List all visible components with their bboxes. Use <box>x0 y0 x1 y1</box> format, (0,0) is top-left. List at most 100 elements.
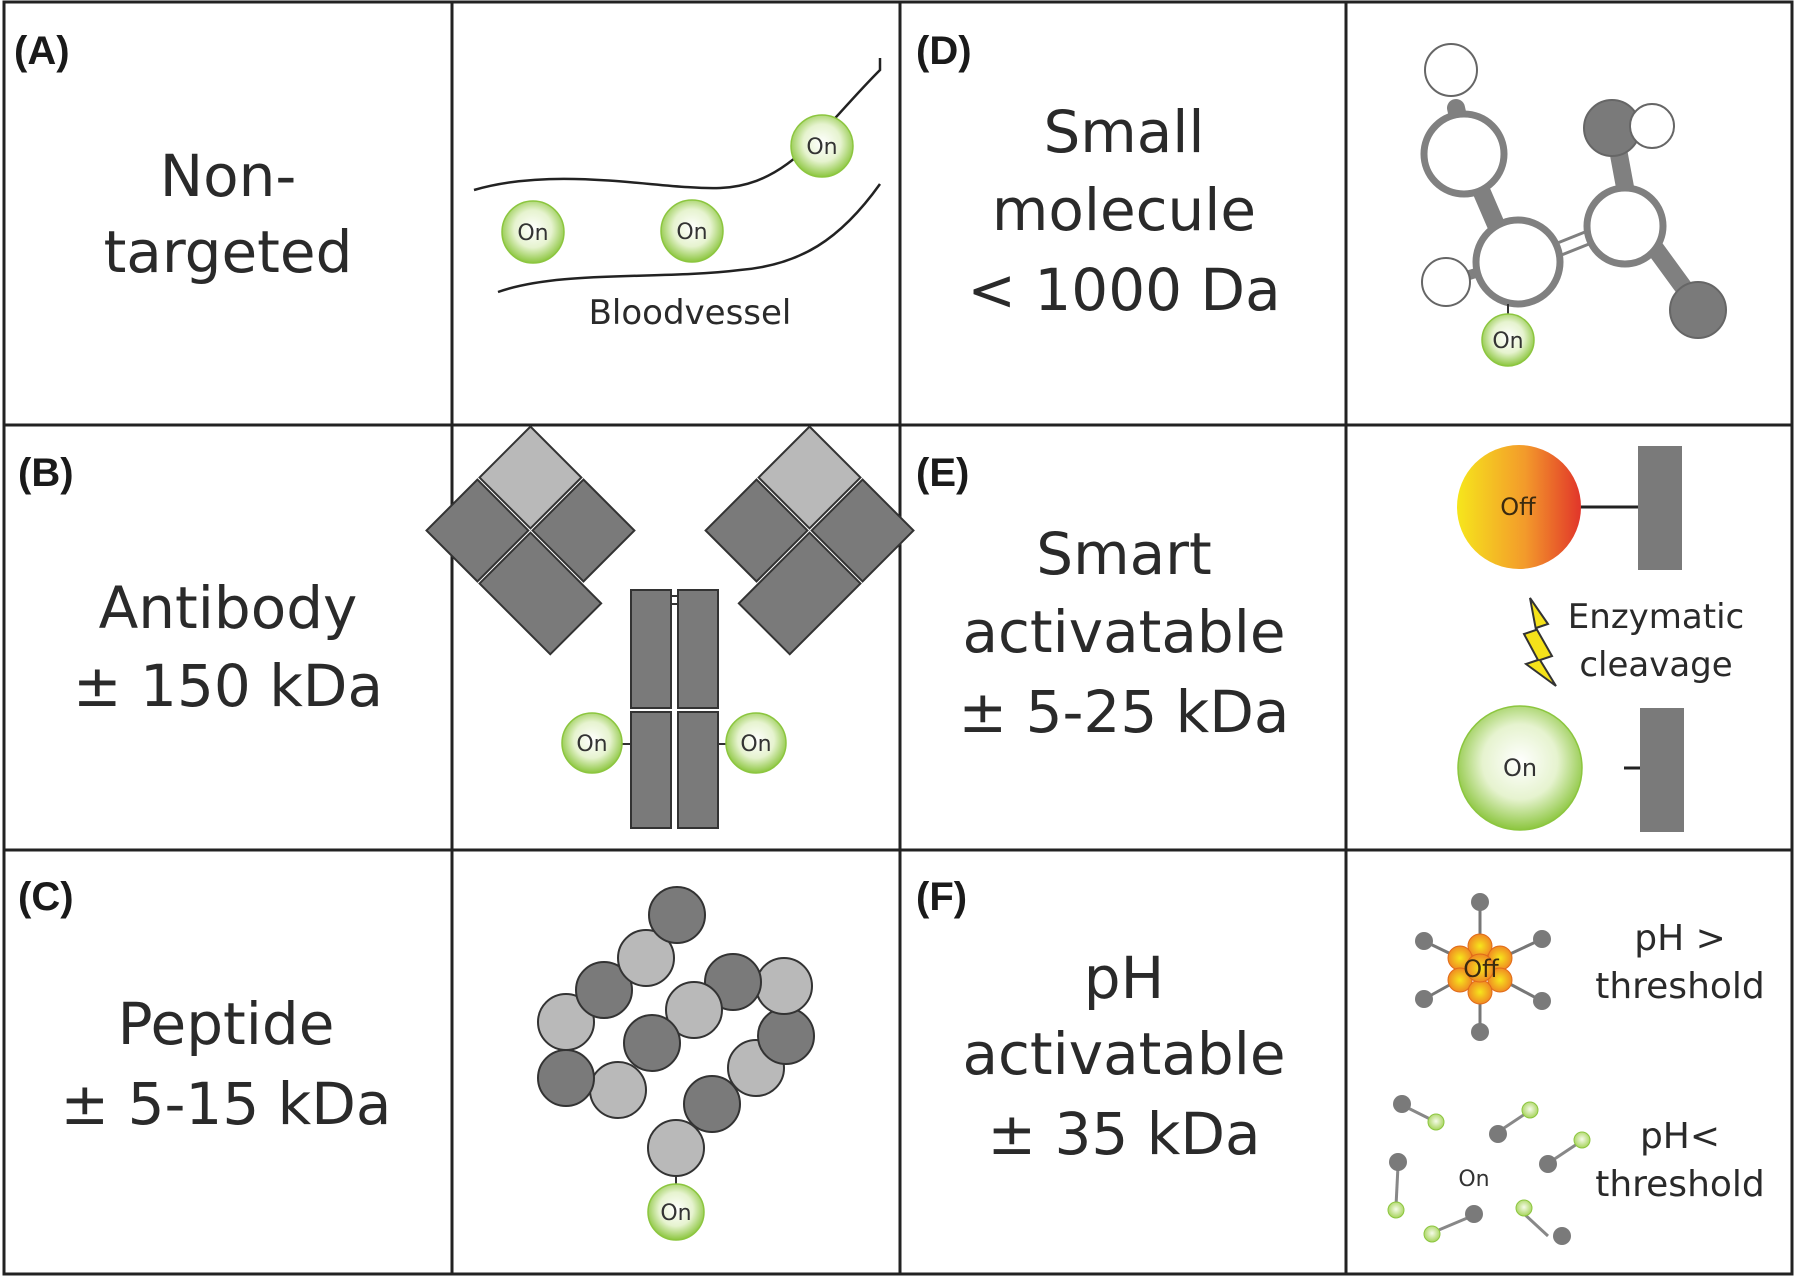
carbon-atom <box>1472 216 1564 308</box>
ph-above-label-line1: pH > <box>1634 918 1726 959</box>
fluorophore-circle <box>561 712 623 774</box>
on-label: On <box>740 732 771 757</box>
fluorophore-circle <box>647 1183 705 1241</box>
cleavage-label-line2: cleavage <box>1579 645 1732 685</box>
panel-c-letter: (C) <box>18 875 74 919</box>
on-fluorophore: On <box>647 1183 705 1241</box>
on-label: On <box>1503 754 1537 782</box>
panel-c: (C) Peptide ± 5-15 kDa <box>18 875 391 1138</box>
antibody-domain <box>531 478 636 583</box>
vessel-wall-bottom <box>497 183 882 294</box>
core-particle <box>1465 953 1495 983</box>
amino-acid <box>648 886 706 944</box>
antibody-heavy-chain <box>630 711 672 829</box>
on-label: On <box>517 221 548 246</box>
panel-f: (F) pH activatable ± 35 kDa <box>916 875 1286 1168</box>
antibody-domain <box>737 531 862 656</box>
on-fluorophore: On <box>790 114 854 178</box>
panel-b-title-line1: Antibody <box>99 574 358 642</box>
on-fluorophore: On <box>501 200 565 264</box>
panel-a-letter: (A) <box>14 29 70 73</box>
lightning-icon <box>1522 597 1557 687</box>
panel-b-letter: (B) <box>18 451 74 495</box>
vessel-wall-top <box>473 58 882 192</box>
on-fluorophore: On <box>561 712 623 774</box>
panel-e: (E) Smart activatable ± 5-25 kDa <box>916 451 1289 746</box>
on-label: On <box>576 732 607 757</box>
on-fluorophore: On <box>725 712 787 774</box>
green-fluorophore <box>1423 1225 1441 1243</box>
fluorophore-circle <box>790 114 854 178</box>
panel-e-title-line3: ± 5-25 kDa <box>959 678 1290 746</box>
polymer-end <box>1471 893 1489 911</box>
amino-acid <box>665 981 723 1039</box>
panel-f-title-line1: pH <box>1084 944 1164 1012</box>
fluorophore-circle <box>501 200 565 264</box>
core-particle <box>1467 979 1493 1005</box>
activated-fluorophore <box>1457 705 1583 831</box>
amino-acid <box>755 957 813 1015</box>
polymer-end <box>1553 1227 1571 1245</box>
panel-e-title-line1: Smart <box>1036 520 1211 588</box>
peptide-illustration <box>537 886 815 1188</box>
carbon-atom <box>1420 110 1508 198</box>
ph-below-label-line2: threshold <box>1595 1164 1765 1205</box>
fluorophore-circle <box>660 199 724 263</box>
on-label: On <box>676 220 707 245</box>
quencher <box>1640 708 1684 832</box>
on-label: On <box>1458 1167 1489 1192</box>
off-label: Off <box>1500 493 1536 521</box>
antibody-domain <box>810 478 915 583</box>
amino-acid <box>589 1061 647 1119</box>
panel-d-title-line3: < 1000 Da <box>967 256 1280 324</box>
panel-f-title-line2: activatable <box>962 1020 1285 1088</box>
polymer-end <box>1389 1153 1407 1171</box>
antibody-domain <box>704 478 809 583</box>
quencher <box>1638 446 1682 570</box>
on-label: On <box>806 135 837 160</box>
antibody-domain <box>478 425 583 530</box>
panel-f-title-line3: ± 35 kDa <box>987 1100 1260 1168</box>
panel-a: (A) Non- targeted <box>14 29 352 286</box>
hydrogen-atom <box>1629 103 1675 149</box>
polymer-end <box>1465 1205 1483 1223</box>
smart-activatable-illustration: Off Enzymatic cleavage On <box>1457 445 1744 832</box>
panel-c-title-line2: ± 5-15 kDa <box>61 1070 392 1138</box>
antibody-heavy-chain <box>677 589 719 709</box>
panel-b-title-line2: ± 150 kDa <box>73 652 383 720</box>
blood-vessel-illustration: Bloodvessel On On On <box>473 58 882 333</box>
panel-b: (B) Antibody ± 150 kDa <box>18 451 383 720</box>
polymer-end <box>1533 930 1551 948</box>
ph-below-label-line1: pH< <box>1640 1116 1720 1157</box>
antibody-domain <box>757 425 862 530</box>
carbon-atom <box>1583 184 1667 268</box>
off-label: Off <box>1463 955 1499 983</box>
small-molecule-illustration <box>1420 43 1727 339</box>
antibody-right-arm <box>704 425 915 656</box>
panel-a-title-line1: Non- <box>160 142 297 210</box>
polymer-end <box>1539 1155 1557 1173</box>
polymer-end <box>1489 1125 1507 1143</box>
antibody-heavy-chain <box>630 589 672 709</box>
fluorophore-circle <box>1481 313 1535 367</box>
micelle-ends <box>1415 893 1551 1041</box>
on-fluorophore: On <box>1481 313 1535 367</box>
amino-acid <box>575 961 633 1019</box>
amino-acid <box>617 929 675 987</box>
panel-d-letter: (D) <box>916 29 972 73</box>
antibody-heavy-chain <box>677 711 719 829</box>
amino-acid <box>757 1007 815 1065</box>
oxygen-atom <box>1669 281 1727 339</box>
amino-acid <box>623 1014 681 1072</box>
panel-e-letter: (E) <box>916 451 969 495</box>
panel-e-title-line2: activatable <box>962 598 1285 666</box>
ph-above-label-line2: threshold <box>1595 966 1765 1007</box>
micelle-core <box>1447 933 1513 1005</box>
quenched-fluorophore <box>1457 445 1581 569</box>
on-label: On <box>660 1201 691 1226</box>
cleavage-label-line1: Enzymatic <box>1568 597 1744 637</box>
panel-c-title-line1: Peptide <box>118 990 335 1058</box>
green-fluorophore <box>1387 1201 1405 1219</box>
